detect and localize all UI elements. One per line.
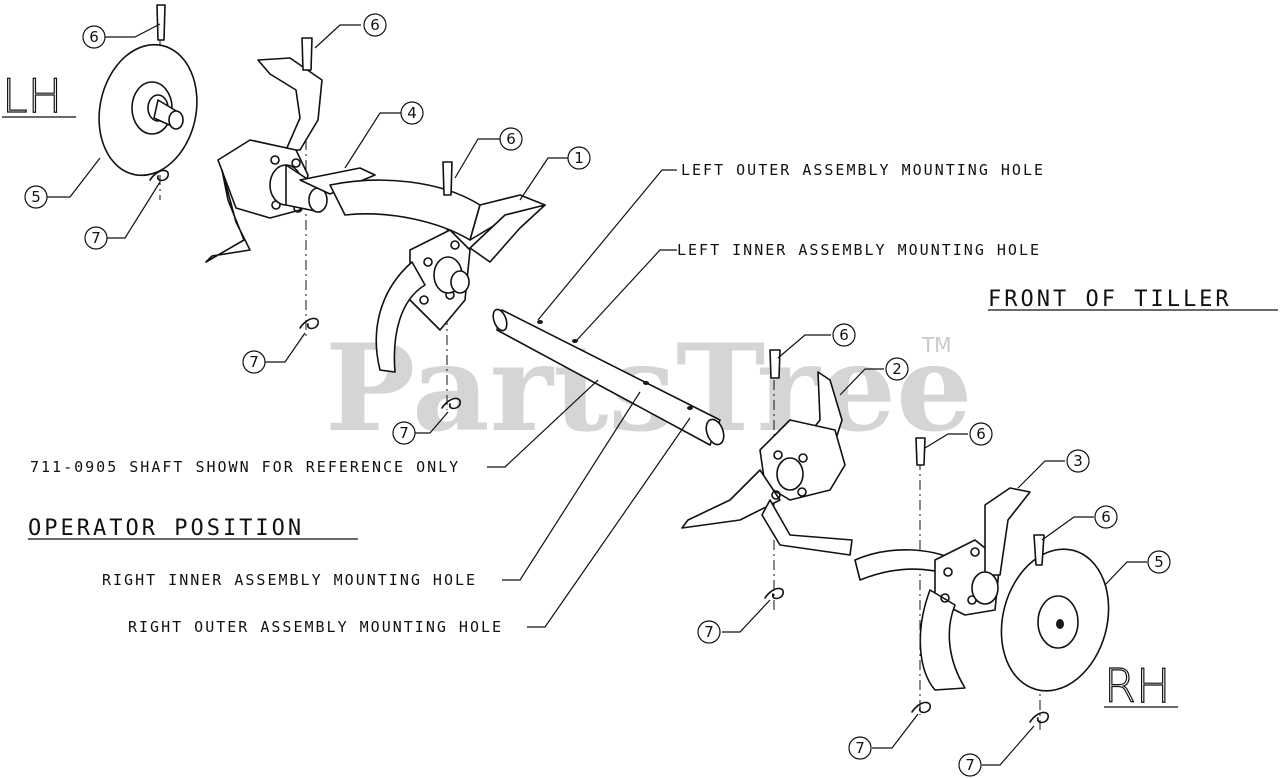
callout-5a: 5 (24, 185, 48, 209)
lh-label: LH (2, 69, 62, 123)
right-inner-hole-label: RIGHT INNER ASSEMBLY MOUNTING HOLE (102, 571, 477, 589)
svg-text:7: 7 (399, 424, 409, 442)
svg-text:7: 7 (965, 756, 975, 774)
callout-6d: 6 (832, 323, 856, 347)
svg-text:6: 6 (89, 28, 99, 46)
callout-6b: 6 (363, 13, 387, 37)
hairpin-clips (149, 169, 1049, 724)
svg-text:4: 4 (407, 104, 417, 122)
svg-text:7: 7 (91, 229, 101, 247)
svg-text:6: 6 (1101, 508, 1111, 526)
callout-7b: 7 (242, 350, 266, 374)
svg-text:7: 7 (704, 623, 714, 641)
svg-text:7: 7 (249, 353, 259, 371)
callout-6f: 6 (1094, 505, 1118, 529)
callout-4: 4 (400, 101, 424, 125)
operator-position-label: OPERATOR POSITION (28, 516, 304, 541)
lh-outer-tine (375, 204, 546, 373)
callout-6c: 6 (499, 127, 523, 151)
svg-text:2: 2 (892, 360, 902, 378)
svg-text:7: 7 (855, 739, 865, 757)
rh-inner-tine (681, 371, 853, 556)
leader-lines (47, 23, 1147, 766)
left-inner-hole-label: LEFT INNER ASSEMBLY MOUNTING HOLE (677, 241, 1041, 259)
right-outer-hole-label: RIGHT OUTER ASSEMBLY MOUNTING HOLE (128, 618, 503, 636)
tine-shaft (492, 308, 725, 446)
svg-text:5: 5 (1154, 553, 1164, 571)
rh-label: RH (1104, 659, 1171, 713)
callout-7e: 7 (848, 736, 872, 760)
svg-text:6: 6 (506, 130, 516, 148)
shaft-reference-note: 711-0905 SHAFT SHOWN FOR REFERENCE ONLY (30, 458, 460, 476)
callout-2: 2 (885, 357, 909, 381)
svg-text:5: 5 (31, 188, 41, 206)
svg-text:6: 6 (370, 16, 380, 34)
front-of-tiller-label: FRONT OF TILLER (988, 287, 1232, 312)
callout-7f: 7 (958, 753, 982, 777)
svg-text:6: 6 (839, 326, 849, 344)
callout-6e: 6 (969, 422, 993, 446)
callout-1: 1 (567, 146, 591, 170)
svg-text:1: 1 (574, 149, 584, 167)
callout-7a: 7 (84, 226, 108, 250)
lh-inner-tine (205, 57, 376, 263)
callout-7d: 7 (697, 620, 721, 644)
callout-3: 3 (1066, 449, 1090, 473)
rh-outer-tine (854, 487, 1031, 691)
watermark-trademark: TM (921, 333, 951, 357)
callout-7c: 7 (392, 421, 416, 445)
callout-6a: 6 (82, 25, 106, 49)
clevis-pins (156, 4, 1045, 566)
left-outer-hole-label: LEFT OUTER ASSEMBLY MOUNTING HOLE (681, 161, 1045, 179)
lh-shield-disc (98, 43, 198, 177)
svg-text:6: 6 (976, 425, 986, 443)
rh-shield-disc (1000, 548, 1110, 692)
callout-5b: 5 (1147, 550, 1171, 574)
svg-text:3: 3 (1073, 452, 1083, 470)
